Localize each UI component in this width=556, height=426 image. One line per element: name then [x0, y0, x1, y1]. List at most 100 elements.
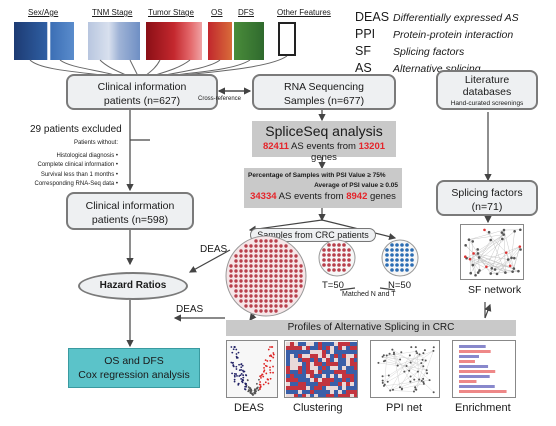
sample-dot [332, 253, 336, 257]
sf-node [508, 264, 512, 268]
ppi-edge [382, 354, 420, 383]
enrichment-image [452, 340, 516, 398]
ppi-node [432, 346, 435, 349]
volcano-point [268, 355, 271, 357]
heatmap-cell [346, 354, 350, 358]
heatmap-cell [354, 374, 357, 378]
heatmap-cell [350, 346, 354, 350]
heatmap-cell [306, 346, 310, 350]
sf-node [510, 256, 513, 260]
heatmap-cell [310, 370, 314, 374]
heatmap-cell [314, 350, 318, 354]
ppi-node [377, 361, 380, 364]
heatmap-cell [338, 354, 342, 358]
deas-label-1: DEAS [200, 244, 228, 255]
ppi-node [422, 381, 425, 384]
ppi-edge [414, 370, 427, 388]
heatmap-cell [322, 358, 326, 362]
sample-dot [395, 258, 399, 262]
sample-dot [342, 248, 346, 252]
sample-dot [244, 269, 248, 273]
volcano-point [240, 366, 243, 369]
sample-dot [337, 263, 341, 267]
sample-dot [395, 243, 399, 247]
heatmap-cell [330, 362, 334, 366]
heatmap-cell [318, 354, 322, 358]
heatmap-cell [334, 366, 338, 370]
sample-dot [279, 244, 283, 248]
ppi-node [381, 379, 384, 382]
heatmap-cell [338, 362, 342, 366]
sample-dot [322, 263, 326, 267]
heatmap-cell [286, 346, 290, 350]
volcano-point [269, 369, 271, 371]
volcano-point [265, 372, 268, 375]
volcano-point [260, 376, 262, 379]
heatmap-cell [330, 366, 334, 370]
sample-dot [259, 264, 263, 268]
volcano-point [269, 346, 271, 348]
sample-dot [249, 299, 253, 303]
ppi-node [391, 388, 394, 391]
sample-dot [239, 289, 243, 293]
sf-edge [469, 259, 480, 271]
sample-dot [284, 294, 288, 298]
heatmap-cell [318, 362, 322, 366]
volcano-point [231, 372, 233, 375]
heatmap-cell [294, 378, 298, 382]
volcano-point [269, 371, 272, 374]
heatmap-cell [334, 382, 338, 386]
spliceseq-box: SpliceSeq analysis 82411 AS events from … [252, 121, 396, 163]
heatmap-cell [298, 362, 302, 366]
os-label: OS [211, 8, 223, 17]
sf-node [513, 256, 516, 260]
heatmap-cell [286, 386, 290, 390]
heatmap-cell [338, 366, 342, 370]
sample-dot [234, 259, 238, 263]
sample-dot [337, 243, 341, 247]
deas-label-2: DEAS [176, 304, 204, 315]
heatmap-cell [306, 378, 310, 382]
sample-dot [405, 243, 409, 247]
sf-node [504, 271, 507, 274]
volcano-point [235, 348, 238, 351]
ppi-node [412, 390, 415, 393]
sf-edge [490, 252, 507, 274]
enrichment-bar [459, 355, 479, 358]
heatmap-cell [322, 394, 326, 397]
heatmap-cell [346, 378, 350, 382]
sample-dot [410, 263, 414, 267]
sample-dot [269, 259, 273, 263]
sample-dot [249, 274, 253, 278]
sample-dot [249, 279, 253, 283]
samples-crc-label: Samples from CRC patients [250, 228, 376, 242]
heatmap-cell [286, 354, 290, 358]
sf-edge [488, 232, 506, 273]
sample-dot [327, 248, 331, 252]
volcano-point [264, 381, 267, 384]
sample-dot [244, 299, 248, 303]
sample-dot [405, 268, 409, 272]
heatmap-cell [338, 374, 342, 378]
heatmap-cell [350, 354, 354, 358]
sample-dot [244, 259, 248, 263]
heatmap-cell [334, 362, 338, 366]
sample-dot [284, 284, 288, 288]
sample-dot [327, 268, 331, 272]
sample-dot [299, 284, 303, 288]
sample-dot [322, 253, 326, 257]
heatmap-cell [310, 382, 314, 386]
ppi-node [424, 359, 427, 362]
heatmap-cell [298, 354, 302, 358]
sample-dot [299, 274, 303, 278]
heatmap-cell [350, 350, 354, 354]
heatmap-cell [318, 350, 322, 354]
heatmap-cell [338, 370, 342, 374]
heatmap-cell [342, 394, 346, 397]
volcano-point [247, 386, 250, 388]
heatmap-cell [286, 382, 290, 386]
sf-node [471, 240, 475, 243]
ppi-edge [392, 349, 427, 371]
ppi-edge [382, 356, 401, 360]
